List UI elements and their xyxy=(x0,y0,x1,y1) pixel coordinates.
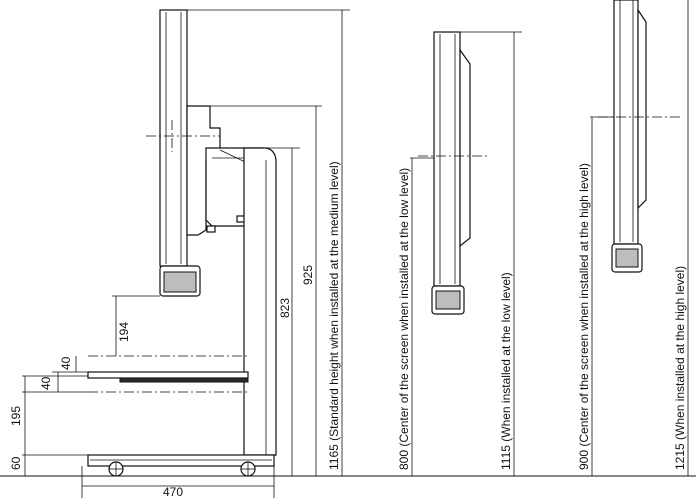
low-level-assembly: 800 (Center of the screen when installed… xyxy=(397,31,522,476)
dim-40-lower: 40 xyxy=(39,376,53,390)
monitor-low xyxy=(433,31,461,287)
dim-195: 195 xyxy=(9,406,23,426)
dim-900: 900 (Center of the screen when installed… xyxy=(577,163,591,470)
caster-left xyxy=(108,461,124,477)
dim-1115: 1115 (When installed at the low level) xyxy=(499,272,513,470)
dim-194: 194 xyxy=(117,322,131,342)
dim-40-upper: 40 xyxy=(59,356,73,370)
stand-column xyxy=(243,147,277,456)
dim-823: 823 xyxy=(278,298,292,318)
stand-base xyxy=(87,454,275,467)
dim-1165: 1165 (Standard height when installed at … xyxy=(327,161,341,470)
monitor-high xyxy=(613,0,639,245)
dim-470: 470 xyxy=(163,485,183,498)
left-dimensions: 60 195 40 40 194 xyxy=(9,295,160,476)
medium-level-assembly xyxy=(87,9,277,477)
monitor-medium xyxy=(159,9,188,267)
caster-right xyxy=(240,461,256,477)
dim-925: 925 xyxy=(301,265,315,285)
dim-800: 800 (Center of the screen when installed… xyxy=(397,168,411,470)
dim-60: 60 xyxy=(9,456,23,470)
medium-dimensions: 823 925 1165 (Standard height when insta… xyxy=(187,9,350,476)
dim-1215: 1215 (When installed at the high level) xyxy=(673,266,687,470)
shelf-upper xyxy=(87,371,249,379)
width-dimension: 470 xyxy=(81,466,275,498)
high-level-assembly: 900 (Center of the screen when installed… xyxy=(577,0,689,476)
